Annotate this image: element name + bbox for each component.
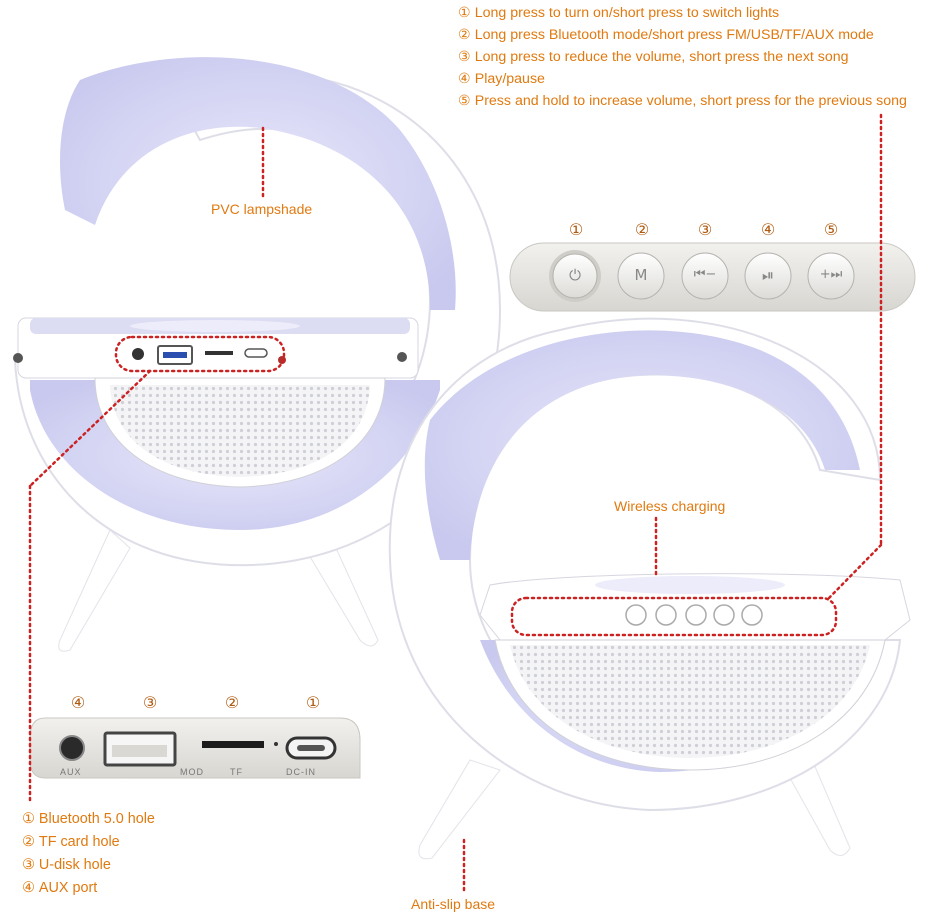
lampshade-label: PVC lampshade [211,201,313,217]
right-speaker [388,317,911,860]
previous-minus-icon: ⏮− [693,267,717,282]
port-marker: ④ [70,693,86,712]
plus-next-icon: +⏭ [819,267,843,282]
aux-port-label: AUX [60,767,82,777]
button-panel [509,242,916,312]
left-speaker [13,57,502,652]
button-marker: ⑤ [823,220,839,239]
port-marker: ② [224,693,240,712]
button-marker: ② [634,220,650,239]
dc-in-label: DC-IN [286,767,316,777]
port-marker: ③ [142,693,158,712]
port-panel [29,717,361,779]
callout-lines [28,113,883,892]
button-marker: ④ [760,220,776,239]
wireless-charging-label: Wireless charging [614,498,726,514]
button-marker: ③ [697,220,713,239]
port-marker: ① [305,693,321,712]
play-pause-icon: ⏯ [761,266,774,284]
mode-icon: M [634,266,648,284]
tf-label: TF [230,767,243,777]
mod-label: MOD [180,767,204,777]
anti-slip-base-label: Anti-slip base [411,896,496,912]
power-light-icon: ⏻ [569,266,581,284]
button-marker: ① [568,220,584,239]
